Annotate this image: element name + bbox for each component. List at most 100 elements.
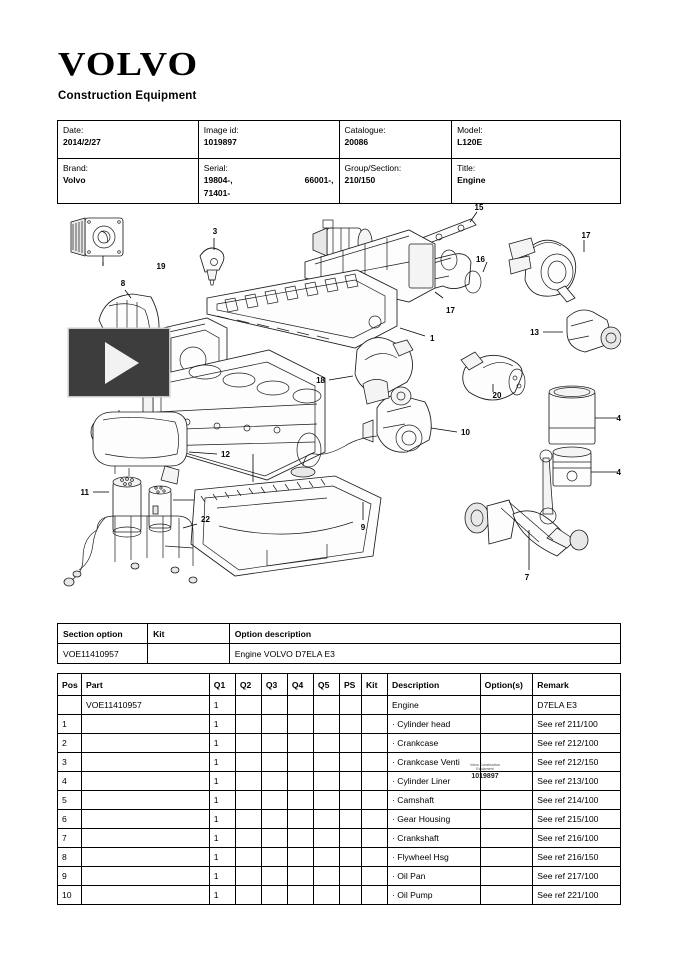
cell-q3 [260,790,288,810]
title-label: Title: [457,163,476,173]
cell-description: · Camshaft [387,790,481,810]
brand-cell: Brand: Volvo [57,158,199,204]
callout-10: 10 [461,428,470,437]
cell-q4 [286,695,314,715]
cell-q1: 1 [208,885,236,905]
callout-3: 3 [213,227,218,236]
cell-q3 [260,695,288,715]
cell-description: · Cylinder Liner [387,771,481,791]
cell-ps [338,771,362,791]
oil-suction-pipe [290,435,378,478]
cell-q2 [234,714,262,734]
volvo-logo: VOLVO [58,48,197,82]
callout-11: 11 [81,488,90,497]
catalogue-value: 20086 [344,137,369,148]
cell-part: VOE11410957 [81,695,210,715]
cell-q4 [286,866,314,886]
part-18-fuel-pump [354,337,414,406]
cell-part [81,866,210,886]
date-label: Date: [63,125,84,135]
cell-q4 [286,885,314,905]
cell-q1: 1 [208,790,236,810]
table-row: VOE11410957 Engine VOLVO D7ELA E3 [56,643,622,664]
section-kit-value [147,643,230,664]
cell-q1: 1 [208,828,236,848]
col-part: Part [81,673,210,696]
cell-options [479,847,534,867]
image-id-value: 1019897 [203,137,237,148]
cell-remark: See ref 213/100 [532,771,621,791]
cell-options [479,771,534,791]
col-kit: Kit [360,673,389,696]
cell-q5 [312,828,340,848]
cell-kit [360,752,389,772]
part-1-cylinder-head [206,269,398,349]
cell-kit [360,885,389,905]
parts-list-table: Pos Part Q1 Q2 Q3 Q4 Q5 PS Kit Descripti… [56,673,621,905]
cell-q4 [286,847,314,867]
image-id-cell: Image id: 1019897 [197,120,340,159]
cell-part [81,885,210,905]
cell-description: · Oil Pan [387,866,481,886]
cell-q5 [312,790,340,810]
cell-pos: 8 [56,847,83,867]
cell-kit [360,714,389,734]
cell-q3 [260,771,288,791]
cell-q1: 1 [208,733,236,753]
serial-value-3: 71401- [203,187,231,198]
cell-q4 [286,714,314,734]
cell-description: · Crankshaft [387,828,481,848]
cell-ps [338,752,362,772]
cell-remark: See ref 212/150 [532,752,621,772]
part-4-cylinder-liner [548,385,596,445]
cell-q1: 1 [208,847,236,867]
parts-header-row: Pos Part Q1 Q2 Q3 Q4 Q5 PS Kit Descripti… [56,673,621,696]
cell-remark: See ref 216/150 [532,847,621,867]
col-pos: Pos [56,673,83,696]
title-value: Engine [457,175,486,186]
cell-q4 [286,790,314,810]
header-row-1: Date: 2014/2/27 Image id: 1019897 Catalo… [57,120,621,159]
col-option-description: Option description [228,623,622,644]
cell-ps [338,885,362,905]
cell-options [479,790,534,810]
col-q2: Q2 [234,673,262,696]
cell-ps [338,847,362,867]
cell-pos: 6 [56,809,83,829]
cell-q3 [260,828,288,848]
part-20-starter-motor [460,351,526,401]
cell-description: · Crankcase [387,733,481,753]
callout-20: 20 [493,391,502,400]
document-header-table: Date: 2014/2/27 Image id: 1019897 Catalo… [57,120,621,204]
callout-17-intake: 17 [446,306,455,315]
section-option-header-row: Section option Kit Option description [56,623,622,644]
part-13-water-pump [566,309,621,353]
cell-remark: See ref 221/100 [532,885,621,905]
model-cell: Model: L120E [451,120,621,159]
part-9-oil-pan [190,475,382,577]
part-19-compressor [70,217,124,257]
col-q5: Q5 [312,673,340,696]
cell-part [81,771,210,791]
cell-kit [360,866,389,886]
cell-kit [360,828,389,848]
date-cell: Date: 2014/2/27 [57,120,199,159]
video-play-button[interactable] [69,329,169,396]
col-description: Description [387,673,481,696]
brand-value: Volvo [63,175,86,186]
cell-description: · Flywheel Hsg [387,847,481,867]
section-option-table: Section option Kit Option description VO… [56,623,622,664]
cell-q1: 1 [208,752,236,772]
cell-q2 [234,828,262,848]
cell-q2 [234,847,262,867]
cell-q4 [286,809,314,829]
cell-q1: 1 [208,714,236,734]
part-22-fuel-lines [63,505,198,587]
cell-description: · Cylinder head [387,714,481,734]
col-q1: Q1 [208,673,236,696]
